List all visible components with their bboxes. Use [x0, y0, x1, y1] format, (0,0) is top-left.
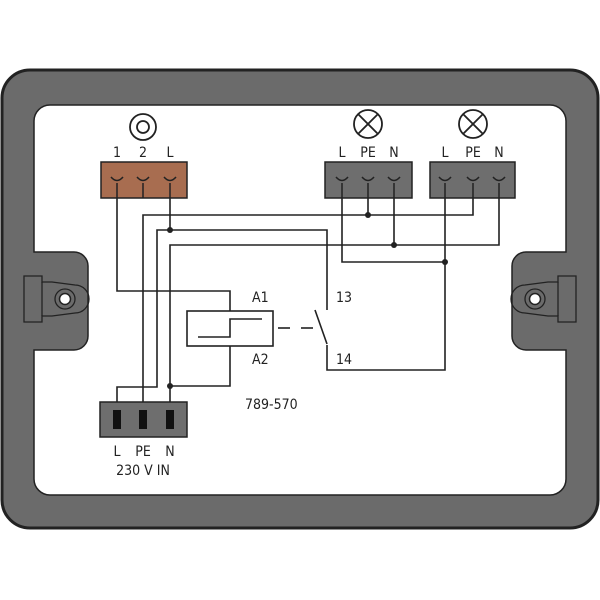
lamp-output-2: L PE N: [429, 109, 516, 199]
pin-label: PE: [360, 145, 376, 161]
pin-label: PE: [135, 444, 151, 460]
relay: A1 A2 13 14 789-570: [186, 290, 352, 413]
part-number: 789-570: [245, 397, 298, 413]
lamp-output-1: L PE N: [324, 109, 413, 199]
pin-label: 2: [139, 145, 147, 161]
input-connector: 1 2 L: [100, 113, 188, 199]
supply-connector: L PE N 230 V IN: [99, 401, 188, 479]
supply-label: 230 V IN: [116, 463, 170, 479]
pin-label: N: [165, 444, 174, 460]
mounting-ear-right: [510, 275, 577, 323]
pushbutton-icon: [129, 113, 157, 141]
mounting-ear-left: [23, 275, 90, 323]
pin-label: L: [338, 145, 345, 161]
lamp-icon: [353, 109, 383, 139]
pin-label: L: [166, 145, 173, 161]
terminal-14-label: 14: [336, 352, 352, 368]
pin-label: L: [441, 145, 448, 161]
terminal-a1-label: A1: [252, 290, 269, 306]
lamp-icon: [458, 109, 488, 139]
pin-label: L: [113, 444, 120, 460]
relay-contact: [314, 309, 328, 345]
terminal-a2-label: A2: [252, 352, 269, 368]
terminal-13-label: 13: [336, 290, 352, 306]
pin-label: PE: [465, 145, 481, 161]
pin-label: N: [494, 145, 503, 161]
housing-frame: [0, 68, 600, 530]
pin-label: N: [389, 145, 398, 161]
pin-label: 1: [113, 145, 121, 161]
